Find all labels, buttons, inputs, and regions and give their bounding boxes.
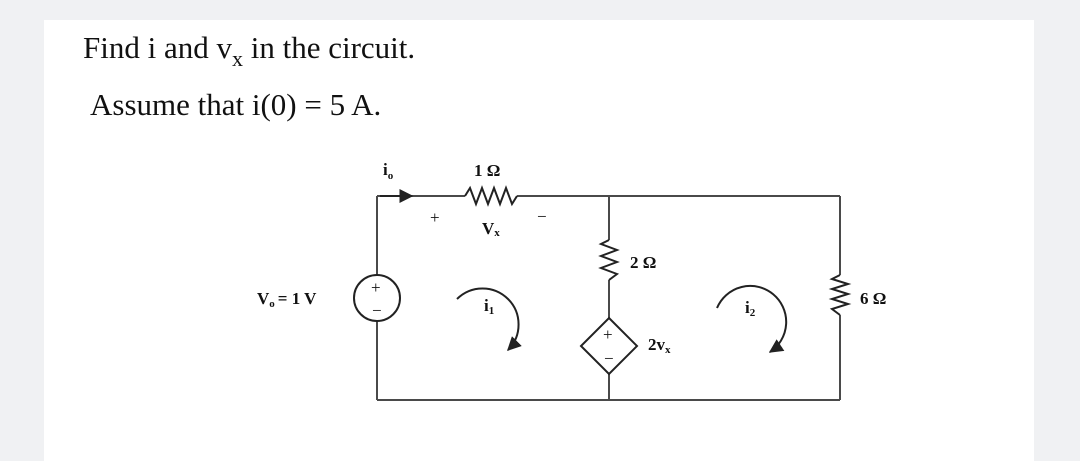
- source-label: Vo= 1 V: [257, 289, 317, 310]
- problem-text-find: Find i and v: [83, 30, 232, 65]
- resistor-6-ohm-icon: [828, 274, 852, 316]
- loop-2-label: i2: [745, 298, 756, 319]
- source-plus-sign: +: [371, 278, 381, 297]
- vx-plus-sign: +: [430, 208, 440, 227]
- problem-text-circuit: in the circuit.: [242, 30, 416, 65]
- voltage-source-icon: [353, 274, 401, 322]
- resistor-6-label: 6 Ω: [860, 289, 886, 308]
- problem-statement-line-1: Find i and vx in the circuit.: [83, 30, 415, 72]
- resistor-1-label: 1 Ω: [474, 161, 500, 180]
- problem-statement-line-2: Assume that i(0) = 5 A.: [90, 87, 382, 122]
- vx-minus-sign: −: [537, 207, 547, 226]
- loop-1-label: i1: [484, 296, 494, 317]
- dep-minus-sign: −: [604, 349, 614, 368]
- loop-1-arrow-icon: [456, 287, 522, 351]
- resistor-1-ohm-icon: [464, 185, 518, 207]
- circuit-wires: [376, 195, 841, 401]
- source-minus-sign: −: [372, 301, 382, 320]
- dep-plus-sign: +: [603, 325, 613, 344]
- dependent-source-icon: [579, 316, 639, 376]
- problem-vx-subscript: x: [231, 46, 243, 71]
- loop-2-arrow-icon: [716, 285, 788, 353]
- resistor-2-ohm-icon: [598, 239, 620, 281]
- resistor-2-label: 2 Ω: [630, 253, 656, 272]
- content-card: [44, 20, 1034, 461]
- dependent-source-label: 2vx: [648, 335, 671, 356]
- io-label: io: [383, 160, 394, 182]
- vx-label: Vx: [482, 219, 500, 239]
